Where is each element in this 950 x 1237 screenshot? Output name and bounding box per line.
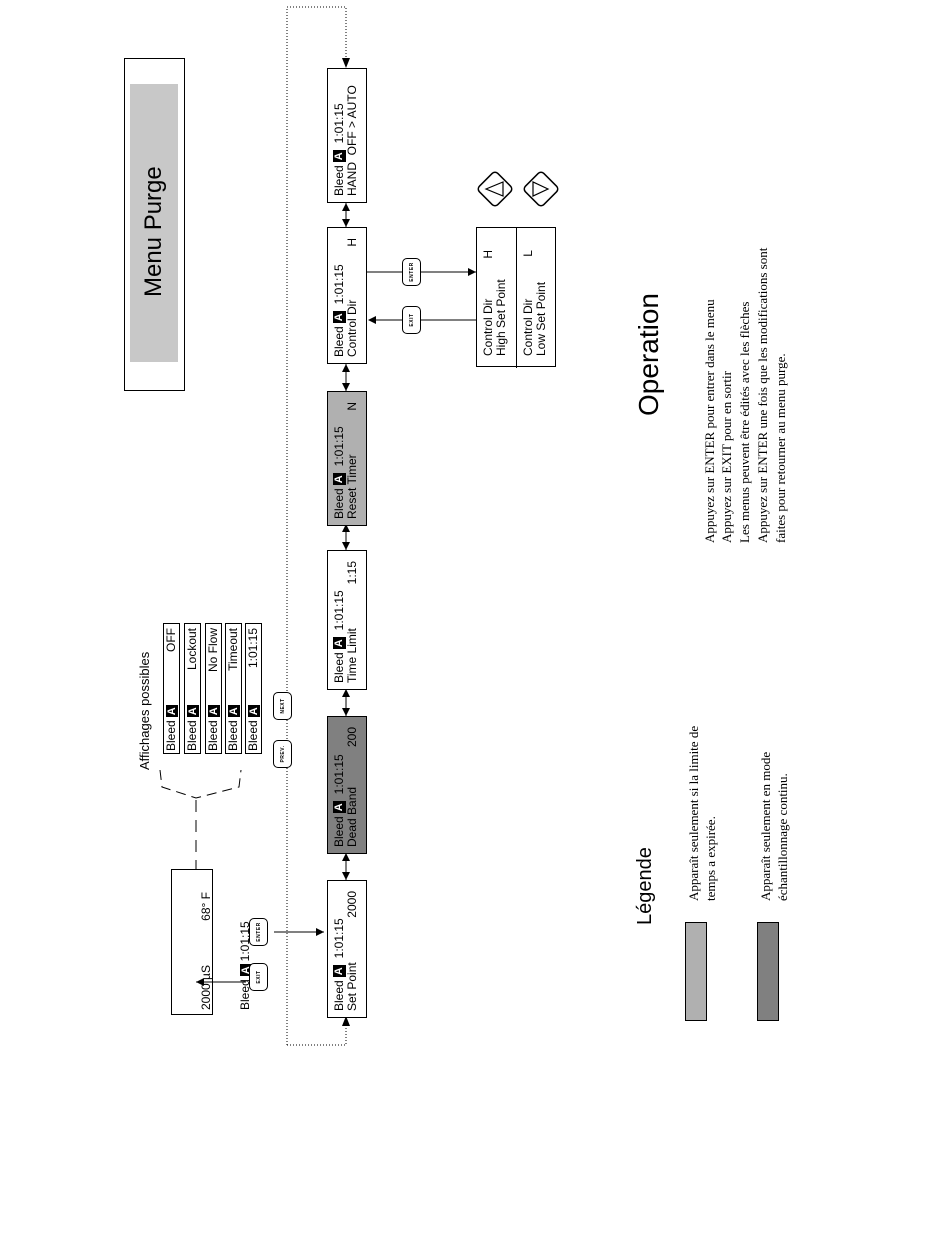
legend-heading: Légende <box>634 847 656 925</box>
enter-key[interactable]: ENTER <box>249 918 268 946</box>
legend-text-line: échantillonnage continu. <box>775 773 790 901</box>
exit-key[interactable]: EXIT <box>249 963 268 991</box>
operation-line: Appuyez sur EXIT pour en sortir <box>719 371 734 543</box>
operation-line: Les menus peuvent être édités avec les f… <box>737 301 752 543</box>
legend-text-line: Apparaît seulement en mode <box>758 751 773 901</box>
exit-key-control-dir[interactable]: EXIT <box>402 306 421 334</box>
next-key[interactable]: NEXT <box>273 692 292 720</box>
operation-line: Appuyez sur ENTER pour entrer dans le me… <box>702 299 717 543</box>
legend-text-line: temps a expirée. <box>703 816 718 901</box>
legend-text-line: Apparaît seulement si la limite de <box>686 725 701 901</box>
operation-line: Appuyez sur ENTER une fois que les modif… <box>755 247 770 543</box>
operation-line: faites pour retourner au menu purge. <box>773 353 788 543</box>
title-frame: Menu Purge <box>124 58 185 391</box>
enter-key-control-dir[interactable]: ENTER <box>402 258 421 286</box>
operation-heading: Operation <box>633 293 664 416</box>
title-banner <box>130 84 178 362</box>
legend-swatch <box>757 922 779 1021</box>
prev-key[interactable]: PREV. <box>273 740 292 768</box>
legend-swatch <box>685 922 707 1021</box>
